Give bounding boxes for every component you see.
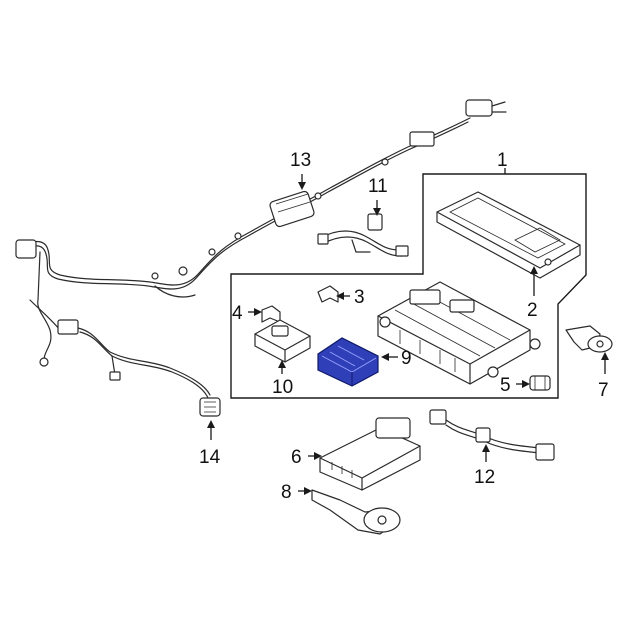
connector-6: [319, 417, 421, 491]
callout-8: 8: [281, 482, 312, 503]
callout-10: 10: [272, 360, 293, 398]
bushing-5: [529, 375, 551, 391]
callout-label-1: 1: [497, 150, 508, 171]
callout-6: 6: [291, 447, 322, 468]
harness-11: [317, 213, 409, 257]
callout-2: 2: [527, 266, 538, 321]
callout-label-7: 7: [598, 380, 609, 401]
clip-3: [317, 285, 339, 303]
callout-label-9: 9: [401, 348, 412, 369]
harness-12: [429, 409, 555, 461]
battery-pack: [377, 281, 541, 385]
callout-4: 4: [232, 303, 262, 324]
callout-label-13: 13: [290, 150, 311, 171]
callout-label-11: 11: [368, 176, 388, 197]
callout-label-14: 14: [199, 447, 221, 468]
callout-label-5: 5: [500, 375, 511, 396]
callout-label-4: 4: [232, 303, 243, 324]
battery-cover: [436, 191, 581, 279]
callout-14: 14: [199, 420, 221, 468]
callout-11: 11: [368, 176, 388, 216]
callout-label-10: 10: [272, 377, 293, 398]
callout-1: 1: [497, 150, 508, 174]
main-wiring-harness: [15, 99, 507, 367]
callout-label-3: 3: [354, 287, 365, 308]
harness-14: [29, 299, 221, 417]
module-9-highlighted: [317, 337, 379, 387]
callout-3: 3: [336, 287, 365, 308]
bracket-10: [254, 319, 311, 363]
callout-9: 9: [381, 348, 412, 369]
callout-5: 5: [500, 375, 530, 396]
clip-4: [261, 305, 281, 323]
mount-7: [565, 325, 613, 353]
callout-13: 13: [290, 150, 311, 190]
callout-7: 7: [598, 352, 609, 401]
callout-label-2: 2: [527, 300, 538, 321]
callout-label-8: 8: [281, 482, 292, 503]
bracket-8: [311, 489, 401, 535]
callout-label-12: 12: [474, 467, 495, 488]
battery-assembly-box: [230, 173, 587, 399]
callout-12: 12: [474, 444, 495, 488]
callout-label-6: 6: [291, 447, 302, 468]
